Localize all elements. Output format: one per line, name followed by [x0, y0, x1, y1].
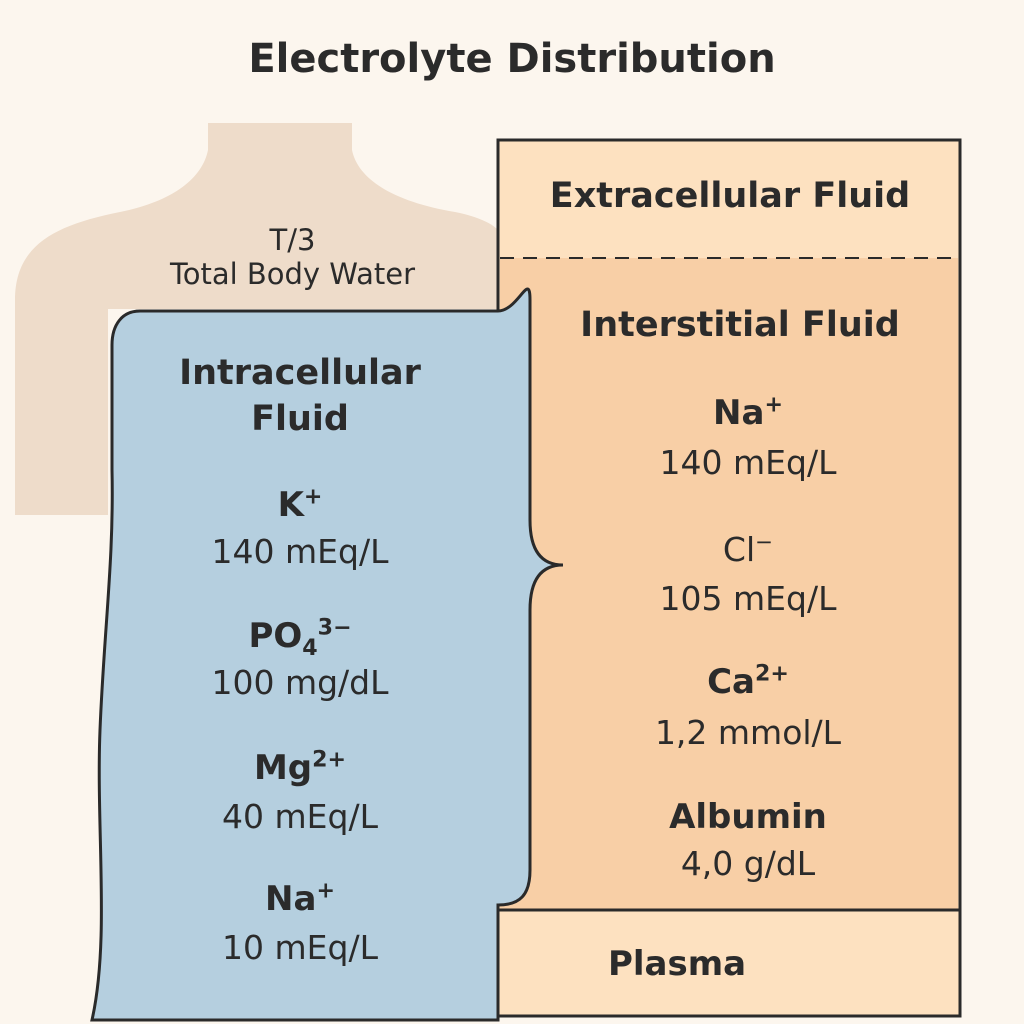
isf-value-albumin: 4,0 g/dL	[680, 844, 816, 883]
extracellular-heading: Extracellular Fluid	[549, 176, 911, 216]
interstitial-heading: Interstitial Fluid	[580, 305, 900, 345]
body-silhouette	[15, 123, 500, 515]
icf-value-phosphate: 100 mg/dL	[211, 663, 389, 702]
body-total-water-label: Total Body Water	[169, 257, 416, 291]
icf-value-sodium: 10 mEq/L	[222, 928, 378, 967]
body-fraction-label: T/3	[269, 223, 316, 257]
isf-value-sodium: 140 mEq/L	[659, 443, 837, 482]
isf-ion-sodium: Na+	[713, 391, 783, 433]
isf-ion-calcium: Ca2+	[707, 660, 789, 702]
plasma-label: Plasma	[607, 944, 747, 984]
icf-ion-magnesium: Mg2+	[253, 746, 347, 788]
interstitial-fluid-region	[500, 258, 958, 910]
icf-ion-potassium: K+	[277, 483, 323, 525]
isf-ion-chloride: Cl−	[722, 530, 774, 569]
isf-value-calcium: 1,2 mmol/L	[654, 713, 842, 752]
icf-value-potassium: 140 mEq/L	[211, 532, 389, 571]
page-title: Electrolyte Distribution	[248, 36, 776, 82]
icf-ion-phosphate: PO43−	[248, 614, 352, 661]
intracellular-fluid-shape	[90, 287, 564, 1022]
isf-albumin-label: Albumin	[669, 797, 827, 837]
icf-ion-sodium: Na+	[265, 877, 335, 919]
intracellular-heading-fluid: Fluid	[251, 399, 349, 439]
intracellular-heading: Intracellular	[179, 353, 421, 393]
icf-value-magnesium: 40 mEq/L	[222, 797, 378, 836]
isf-value-chloride: 105 mEq/L	[659, 579, 837, 618]
